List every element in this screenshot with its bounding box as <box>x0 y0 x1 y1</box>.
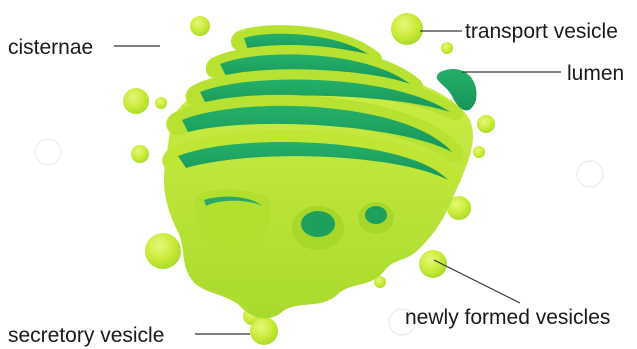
secretory-vesicle-shape <box>250 317 278 345</box>
vesicle <box>131 145 149 163</box>
label-secretory-vesicle: secretory vesicle <box>8 325 164 346</box>
label-newly-formed-vesicles: newly formed vesicles <box>405 307 610 328</box>
label-cisternae: cisternae <box>8 37 93 58</box>
vesicle <box>145 233 181 269</box>
vesicle <box>477 115 495 133</box>
vesicle <box>190 16 210 36</box>
vesicle <box>155 97 167 109</box>
transport-vesicle-shape <box>391 13 423 45</box>
vesicle <box>473 146 485 158</box>
label-transport-vesicle: transport vesicle <box>465 21 618 42</box>
vesicle <box>441 42 453 54</box>
vesicle <box>123 88 149 114</box>
label-lumen: lumen <box>567 63 624 84</box>
newly-formed-vesicles-leader <box>434 260 520 303</box>
